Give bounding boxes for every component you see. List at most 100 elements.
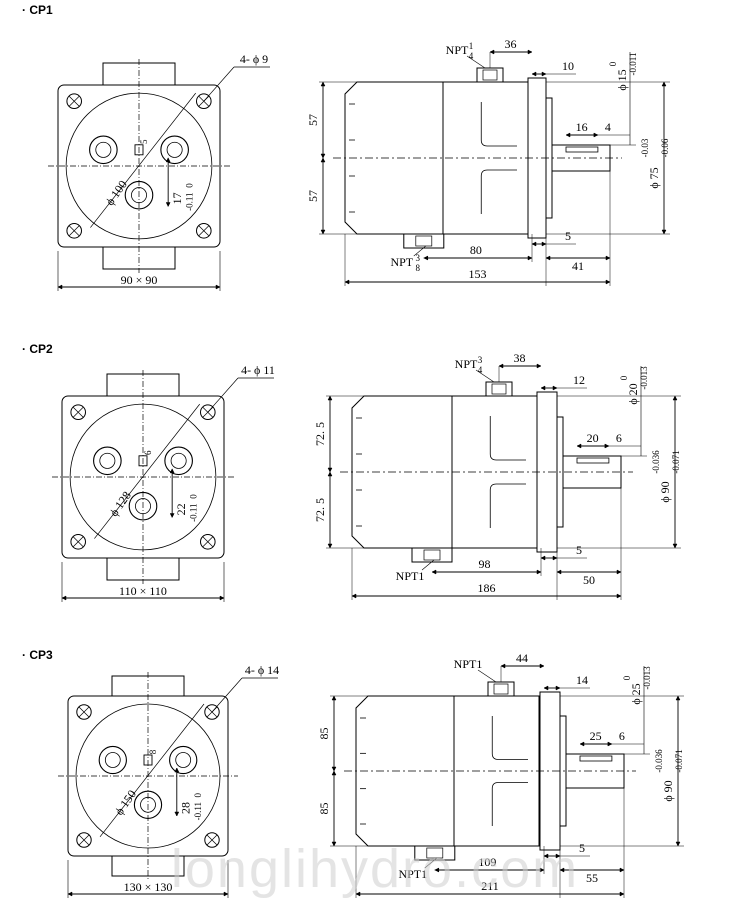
internal-outline (491, 782, 528, 826)
arrow-head (605, 255, 611, 261)
holes-leader (211, 677, 243, 713)
arrow-head (556, 569, 562, 575)
holes-label: 4- ϕ 14 (245, 663, 279, 677)
port-boss (169, 745, 198, 775)
arrow-head (531, 241, 537, 247)
internal-outline (489, 483, 526, 528)
port-bottom-position-label: 109 (478, 855, 496, 869)
shaft-length-label: 55 (586, 871, 598, 885)
arrow-head (661, 81, 667, 87)
shaft-tol-upper: 0 (619, 375, 629, 380)
arrow-head (434, 867, 440, 873)
arrow-head (61, 595, 67, 601)
bolt-hole (204, 704, 220, 720)
keyway (565, 146, 599, 153)
port-top-frac-den: 4 (469, 51, 474, 61)
arrow-head (327, 543, 333, 549)
hole-cross (78, 834, 90, 846)
arrow-head (541, 241, 547, 247)
arrow-head (165, 157, 171, 163)
pilot-dia-label: ϕ 90 (661, 780, 675, 801)
arrow-head (320, 229, 326, 235)
port-position-label: 38 (514, 351, 526, 365)
pilot-dia-label: ϕ 90 (658, 481, 672, 502)
arrow-head (539, 663, 545, 669)
arrow-head (223, 891, 229, 897)
shaft-tol-lower: -0.011 (628, 53, 638, 76)
key-width-label: 6 (616, 431, 622, 445)
total-length-label: 153 (469, 267, 487, 281)
key-width-label: 8 (148, 749, 158, 754)
shaft-key (134, 144, 144, 156)
key-width-label: 4 (605, 120, 611, 134)
bolt-hole (204, 832, 220, 848)
port-bore (99, 452, 116, 469)
port-bottom-thread (415, 235, 433, 247)
square-size-label: 110 × 110 (119, 584, 167, 598)
port-bore (166, 141, 183, 158)
arrow-head (536, 569, 542, 575)
section-label-cp3: · CP3 (22, 648, 53, 662)
arrow-head (489, 49, 495, 55)
shaft-dia-label: ϕ 20 (626, 383, 640, 404)
pcd-leader (99, 703, 205, 838)
key-width-label: 5 (139, 139, 149, 144)
port-boss (98, 745, 127, 775)
arrow-head (539, 867, 545, 873)
arrow-head (543, 853, 549, 859)
arrow-head (565, 132, 571, 138)
arrow-head (331, 766, 337, 772)
flange-thickness-label: 5 (576, 543, 582, 557)
pcd-leader (90, 92, 196, 228)
holes-leader (207, 377, 239, 413)
pilot-tol-upper: -0.036 (651, 450, 661, 474)
port-bottom-frac-num: 3 (416, 253, 421, 263)
bolt-hole (196, 93, 212, 109)
port-top-frac-num: 1 (469, 41, 474, 51)
arrow-head (675, 695, 681, 701)
key-length-label: 20 (587, 431, 599, 445)
shaft-key (143, 754, 153, 766)
arrow-head (593, 132, 599, 138)
pilot-dia-label: ϕ 75 (647, 167, 661, 188)
pilot-tol-lower: -0.071 (671, 450, 681, 473)
shaft-key (138, 455, 148, 467)
height-top-label: 85 (317, 728, 331, 740)
arrow-head (320, 153, 326, 159)
arrow-head (559, 867, 565, 873)
offset-tol-upper: 0 (188, 494, 198, 499)
port-boss (164, 446, 193, 476)
arrow-head (616, 569, 622, 575)
port-boss (89, 135, 118, 165)
arrow-head (541, 71, 547, 77)
port-top-leader (475, 369, 495, 383)
arrow-head (661, 229, 667, 235)
port-boss (124, 180, 154, 210)
internal-outline (491, 716, 528, 760)
holes-label: 4- ϕ 11 (241, 363, 275, 377)
arrow-head (619, 891, 625, 897)
arrow-head (355, 891, 361, 897)
shaft-dia-label: ϕ 15 (615, 69, 629, 90)
arrow-head (431, 569, 437, 575)
arrow-head (555, 685, 561, 691)
arrow-head (619, 867, 625, 873)
arrow-head (320, 81, 326, 87)
bolt-hole (200, 534, 216, 550)
shaft-tol-upper: 0 (622, 675, 632, 680)
port-bottom-position-label: 98 (479, 557, 491, 571)
port-top-label: NPT1 (454, 657, 483, 671)
arrow-head (67, 891, 73, 897)
hole-cross (72, 536, 84, 548)
bolt-hole (200, 404, 216, 420)
port-top-frac-den: 4 (478, 365, 483, 375)
port-bottom-thread (426, 847, 444, 859)
flange-thickness-label: 5 (565, 229, 571, 243)
hole-cross (198, 225, 210, 237)
port-position-label: 44 (516, 651, 528, 665)
watermark: longlihydro.com (170, 839, 580, 899)
shaft-dia-label: ϕ 25 (629, 683, 643, 704)
offset-label: 17 (170, 192, 184, 204)
